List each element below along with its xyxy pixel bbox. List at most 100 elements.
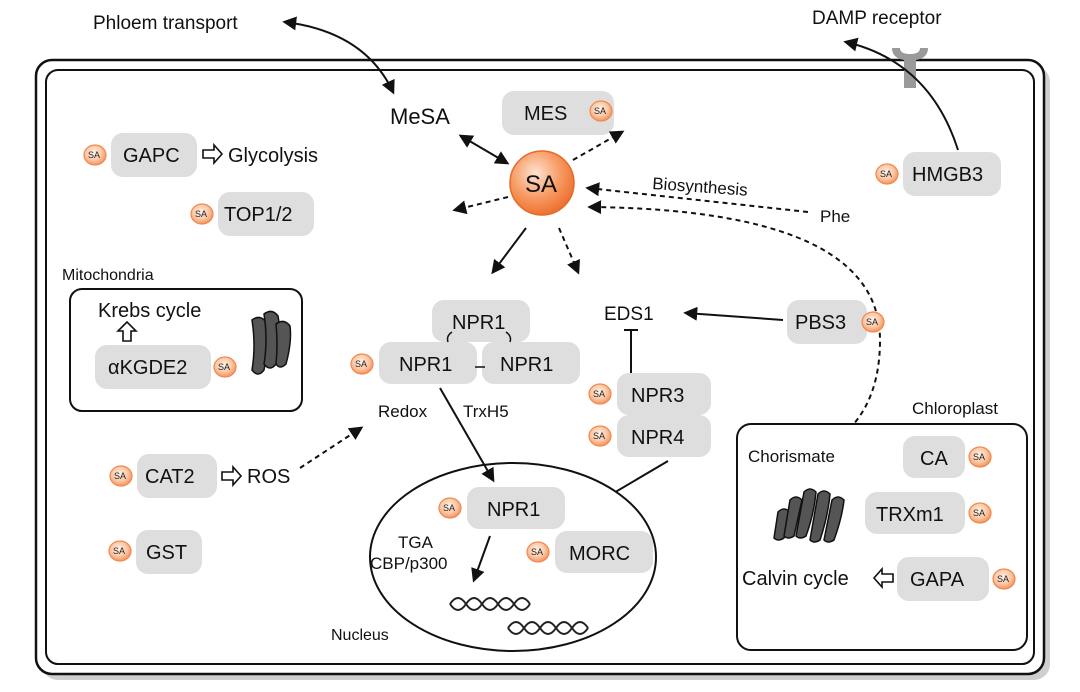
open-left-arrow-icon (872, 566, 894, 590)
gapc-box (111, 133, 197, 177)
pbs3-to-eds1-arrow (683, 306, 784, 321)
svg-text:SA: SA (593, 389, 605, 399)
trxh5-label: TrxH5 (463, 402, 509, 421)
npr3-label: NPR3 (631, 385, 684, 407)
svg-text:SA: SA (997, 574, 1009, 584)
mesa-label: MeSA (390, 104, 450, 129)
sa-badge-icon: SA (213, 356, 237, 378)
npr1-to-nucleus-arrow (439, 387, 495, 483)
open-arrow-icon (221, 464, 243, 488)
ros-label: ROS (247, 466, 290, 488)
npr1-right-label: NPR1 (500, 354, 553, 376)
open-up-arrow-icon (116, 320, 138, 342)
gst-label: GST (146, 542, 187, 564)
npr1-nuclear-box (467, 487, 565, 529)
svg-text:SA: SA (973, 508, 985, 518)
open-arrow-icon (202, 142, 224, 166)
sa-badge-icon: SA (589, 100, 613, 122)
sa-badge-icon: SA (588, 425, 612, 447)
sa-badge-icon: SA (83, 144, 107, 166)
eds1-label: EDS1 (604, 304, 654, 325)
damp-receptor-label: DAMP receptor (812, 8, 942, 29)
svg-text:SA: SA (355, 359, 367, 369)
mes-label: MES (524, 103, 567, 125)
svg-text:SA: SA (195, 209, 207, 219)
hmgb3-box (903, 152, 1001, 196)
pbs3-box (787, 300, 867, 344)
sa-badge-icon: SA (108, 540, 132, 562)
gst-box (136, 530, 202, 574)
mitochondria-label: Mitochondria (62, 267, 154, 284)
svg-text:SA: SA (973, 452, 985, 462)
chloroplast-label: Chloroplast (912, 399, 998, 418)
damp-receptor-icon (892, 48, 928, 88)
thylakoid-icon (773, 488, 845, 543)
svg-text:SA: SA (531, 547, 543, 557)
sa-badge-icon: SA (968, 446, 992, 468)
akgde2-label: αKGDE2 (108, 357, 187, 379)
cell-membrane (45, 69, 1035, 665)
cat2-box (137, 454, 217, 498)
sa-badge-icon: SA (861, 311, 885, 333)
npr3-box (617, 373, 711, 415)
npr1-nuclear-label: NPR1 (487, 499, 540, 521)
calvin-cycle-label: Calvin cycle (742, 568, 849, 590)
morc-label: MORC (569, 543, 630, 565)
sa-badge-icon: SA (968, 502, 992, 524)
ros-to-redox-dashed-arrow (299, 426, 364, 469)
cbp-p300-label: CBP/p300 (370, 554, 448, 573)
dna-helix-icon (449, 597, 589, 635)
gapa-box (897, 557, 989, 601)
hmgb3-label: HMGB3 (912, 164, 983, 186)
redox-label: Redox (378, 402, 428, 421)
npr4-box (617, 415, 711, 457)
npr1-left-box (379, 342, 477, 384)
sa-badge-icon: SA (588, 383, 612, 405)
phe-to-sa-dashed-arrow (585, 182, 809, 213)
sa-badge-icon: SA (875, 163, 899, 185)
top12-box (218, 192, 314, 236)
phloem-arrow (282, 16, 395, 95)
mitochondrion-icon (251, 310, 292, 375)
phloem-transport-label: Phloem transport (93, 13, 238, 34)
trxm1-box (865, 492, 965, 534)
gapa-label: GAPA (910, 569, 965, 591)
svg-text:SA: SA (594, 106, 606, 116)
npr4-label: NPR4 (631, 427, 684, 449)
sa-to-mes-dashed-arrow (572, 130, 625, 161)
sa-to-npr1-arrow (491, 227, 527, 275)
morc-box (555, 531, 653, 573)
cat2-label: CAT2 (145, 466, 195, 488)
sa-badge-icon: SA (992, 568, 1016, 590)
svg-text:SA: SA (866, 317, 878, 327)
npr1-right-box (482, 342, 580, 384)
svg-text:SA: SA (113, 546, 125, 556)
npr1-top-label: NPR1 (452, 312, 505, 334)
sa-badge-icon: SA (526, 541, 550, 563)
tga-label: TGA (398, 533, 434, 552)
mesa-sa-arrow (458, 134, 510, 165)
phe-label: Phe (820, 207, 850, 226)
krebs-cycle-label: Krebs cycle (98, 300, 201, 322)
trxm1-label: TRXm1 (876, 504, 944, 526)
pbs3-label: PBS3 (795, 312, 846, 334)
svg-text:SA: SA (114, 471, 126, 481)
sa-center-label: SA (525, 171, 557, 198)
glycolysis-label: Glycolysis (228, 145, 318, 167)
svg-text:SA: SA (443, 503, 455, 513)
nucleus-label: Nucleus (331, 627, 389, 644)
sa-left-dashed-arrow (452, 196, 509, 215)
ca-label: CA (920, 448, 948, 470)
gapc-label: GAPC (123, 145, 180, 167)
mes-box (502, 91, 614, 135)
sa-badge-icon: SA (438, 497, 462, 519)
npr1-top-box (432, 300, 530, 342)
npr1-left-label: NPR1 (399, 354, 452, 376)
top12-label: TOP1/2 (224, 204, 293, 226)
svg-text:SA: SA (593, 431, 605, 441)
svg-text:SA: SA (880, 169, 892, 179)
disulfide-bond (505, 331, 512, 343)
svg-text:SA: SA (218, 362, 230, 372)
npr1-to-dna-arrow (471, 535, 491, 583)
